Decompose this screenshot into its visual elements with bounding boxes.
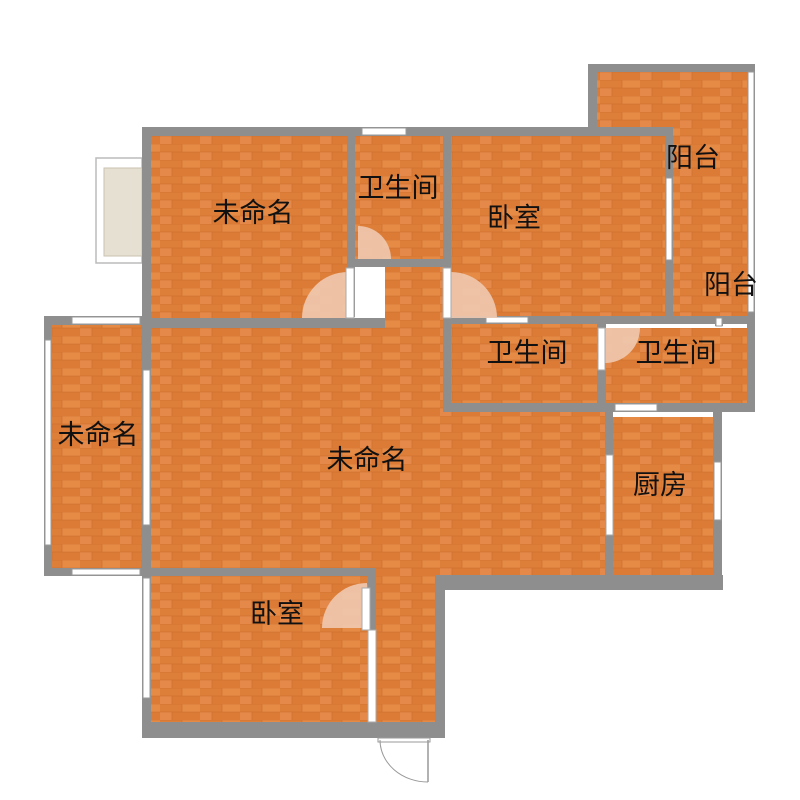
doors — [302, 226, 640, 783]
label-bedroom-top-right: 卧室 — [487, 203, 541, 234]
label-bedroom-bottom: 卧室 — [250, 599, 304, 630]
floor-living-unnamed — [150, 266, 605, 722]
door-swing-bedroom-bottom — [322, 583, 367, 628]
window-bedroom-bottom-left — [142, 577, 151, 699]
label-bathroom-right: 卫生间 — [636, 338, 717, 369]
windows — [44, 71, 755, 699]
floor-kitchen — [613, 417, 713, 575]
label-bedroom-unnamed-top-left: 未命名 — [213, 198, 294, 229]
label-living-unnamed: 未命名 — [327, 445, 408, 476]
room-labels: 未命名 卫生间 卧室 阳台 阳台 卫生间 卫生间 未命名 未命名 厨房 卧室 — [58, 143, 759, 630]
window-left-room-bottom — [71, 568, 141, 576]
window-balcony-small — [715, 317, 723, 327]
label-kitchen: 厨房 — [633, 470, 687, 501]
door-swing-bedroom-top-left — [302, 272, 348, 318]
door-swing-bathroom-right — [605, 328, 640, 363]
floor-room-unnamed-left — [52, 325, 143, 569]
window-bathroom-top — [361, 127, 407, 136]
window-left-inner — [142, 369, 151, 526]
label-room-unnamed-left: 未命名 — [58, 420, 139, 451]
balcony-extension — [95, 157, 143, 264]
window-kitchen-top — [614, 403, 658, 412]
window-left-room-top — [71, 316, 141, 325]
label-balcony-lower: 阳台 — [704, 270, 758, 301]
window-bath-mid — [485, 316, 529, 324]
floors — [52, 72, 747, 723]
door-swing-bathroom-top — [358, 226, 391, 259]
floor-balcony-upper — [597, 72, 747, 135]
label-balcony-upper: 阳台 — [666, 143, 720, 174]
entry-door — [377, 737, 431, 783]
floor-bathroom-middle — [450, 322, 600, 404]
label-bathroom-top: 卫生间 — [358, 173, 439, 204]
window-balcony-right — [747, 71, 755, 313]
window-balcony-inner — [665, 177, 673, 261]
door-swing-bedroom-top-right — [451, 272, 497, 318]
floor-balcony-side — [672, 135, 747, 320]
window-left-room-side — [44, 339, 52, 546]
window-kitchen-right — [713, 461, 722, 521]
floor-bedroom-bottom — [150, 575, 368, 723]
label-bathroom-middle: 卫生间 — [487, 338, 568, 369]
